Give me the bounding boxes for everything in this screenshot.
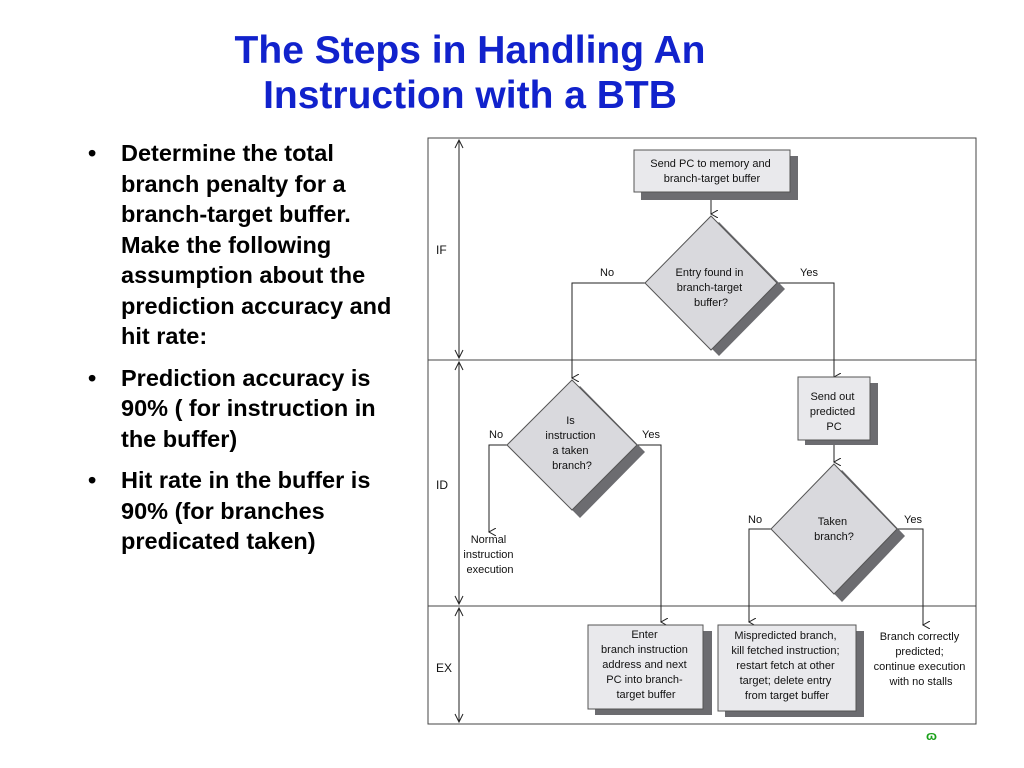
edge-label-entry-yes: Yes [800, 267, 818, 279]
bullet-item: • Hit rate in the buffer is 90% (for bra… [88, 465, 408, 557]
entry-found-text: Entry found in branch-target buffer? [676, 267, 747, 309]
stage-label-id: ID [436, 478, 448, 492]
normal-execution-text: Normal instruction execution [463, 534, 516, 576]
bullet-marker: • [88, 467, 97, 493]
taken-branch-decision: Taken branch? [770, 463, 905, 602]
stage-id-extent [454, 360, 464, 606]
slide-title: The Steps in Handling An Instruction wit… [150, 28, 790, 118]
bullet-item: • Determine the total branch penalty for… [88, 138, 408, 352]
taken-branch-text: Taken branch? [814, 516, 854, 543]
is-taken-branch-decision: Is instruction a taken branch? [506, 379, 645, 518]
edge-label-pred-no: No [748, 514, 762, 526]
edge-label-taken-no: No [489, 429, 503, 441]
bullet-text: Determine the total branch penalty for a… [121, 140, 392, 349]
slide-corner-mark: ɷ [926, 728, 937, 743]
send-out-predicted-pc-box: Send out predicted PC [797, 376, 878, 445]
edge-label-entry-no: No [600, 267, 614, 279]
mispredicted-branch-text: Mispredicted branch, kill fetched instru… [731, 630, 842, 702]
connectors [489, 192, 923, 625]
stage-label-if: IF [436, 243, 447, 257]
slide-title-line-2: Instruction with a BTB [263, 74, 677, 117]
bullet-marker: • [88, 364, 97, 391]
bullet-list: • Determine the total branch penalty for… [88, 138, 408, 568]
bullet-marker: • [88, 140, 97, 166]
mispredicted-branch-box: Mispredicted branch, kill fetched instru… [717, 624, 864, 717]
stage-label-ex: EX [436, 661, 452, 675]
diagram-frame [427, 137, 977, 725]
is-taken-branch-text: Is instruction a taken branch? [545, 415, 598, 472]
stage-ex-extent [454, 606, 464, 724]
stage-if-extent [454, 138, 464, 360]
bullet-item: • Prediction accuracy is 90% ( for instr… [88, 363, 408, 455]
send-pc-text: Send PC to memory and branch-target buff… [650, 158, 774, 185]
edge-label-taken-yes: Yes [642, 429, 660, 441]
bullet-text: Prediction accuracy is 90% ( for instruc… [121, 364, 376, 452]
slide-title-line-1: The Steps in Handling An [234, 29, 706, 72]
send-out-predicted-pc-text: Send out predicted PC [810, 391, 858, 433]
bullet-text: Hit rate in the buffer is 90% (for branc… [121, 467, 371, 554]
entry-found-decision: Entry found in branch-target buffer? [644, 215, 785, 356]
send-pc-box: Send PC to memory and branch-target buff… [633, 149, 798, 200]
enter-branch-text: Enter branch instruction address and nex… [601, 629, 691, 701]
correct-prediction-text: Branch correctly predicted; continue exe… [874, 631, 969, 688]
enter-branch-box: Enter branch instruction address and nex… [587, 624, 712, 715]
edge-label-pred-yes: Yes [904, 514, 922, 526]
